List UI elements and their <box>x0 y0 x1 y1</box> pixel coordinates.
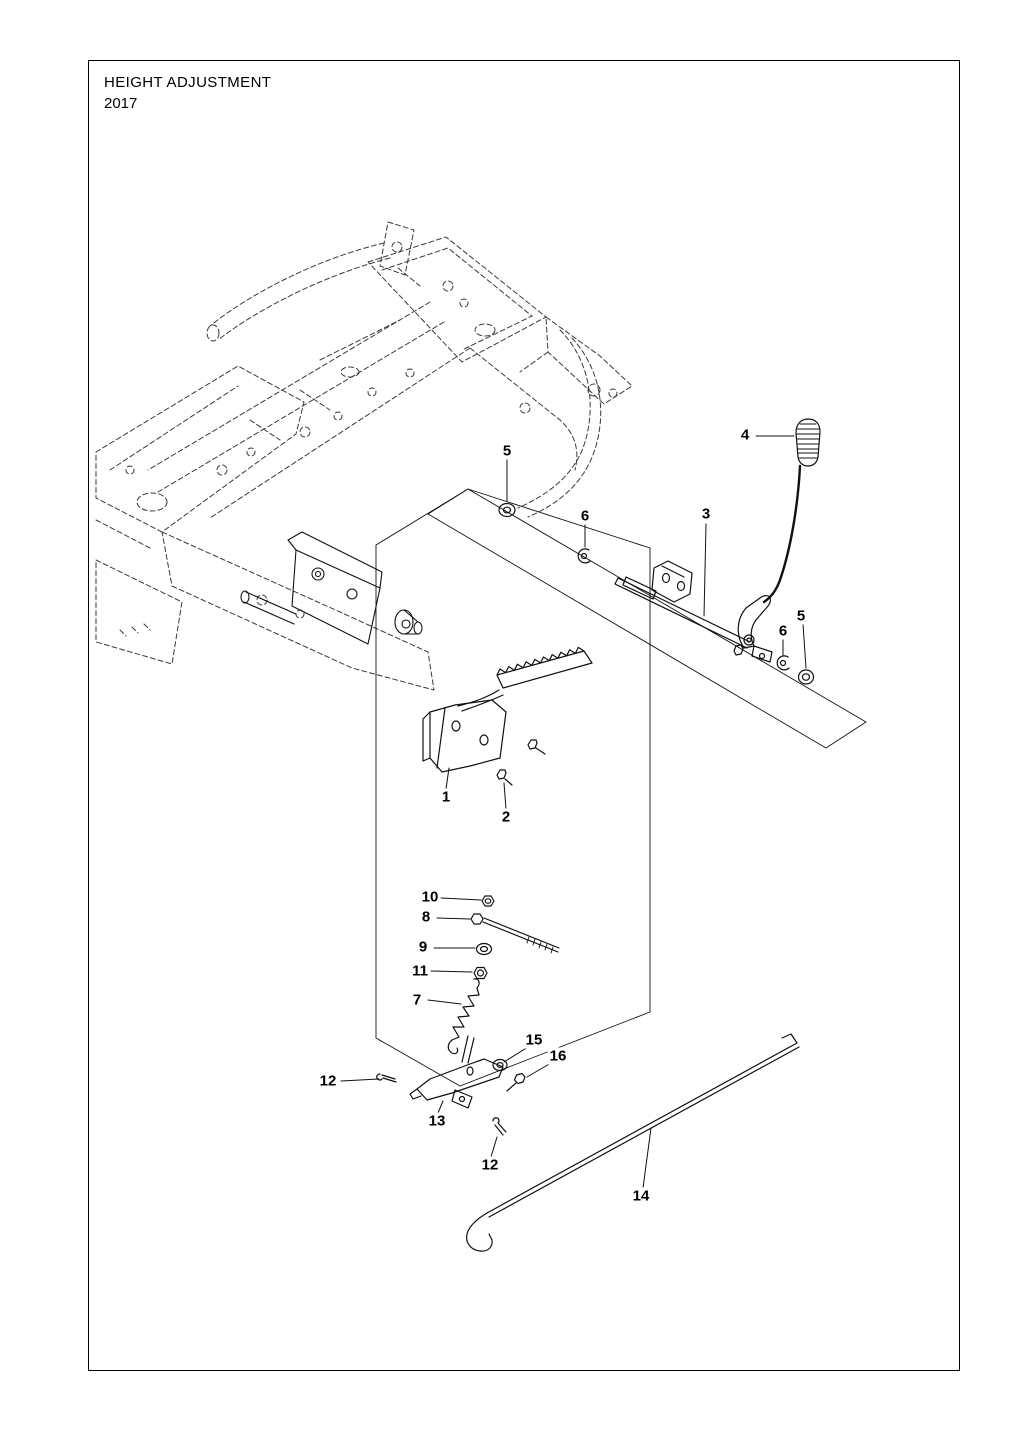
callout-4-knob: 4 <box>738 426 752 444</box>
leader-lines <box>340 435 807 1189</box>
callout-13-bracket: 13 <box>426 1112 448 1130</box>
diagram-year: 2017 <box>104 95 138 112</box>
diagram-border <box>88 60 960 1371</box>
callout-9-washer: 9 <box>416 938 430 956</box>
callout-16-bolt: 16 <box>547 1047 569 1065</box>
callout-15-washer: 15 <box>523 1031 545 1049</box>
height-lever-assembly <box>498 418 821 685</box>
lower-bracket-assembly <box>376 1035 526 1136</box>
callout-5-washer-upper: 5 <box>500 442 514 460</box>
callout-7-spring: 7 <box>410 991 424 1009</box>
diagram-title: HEIGHT ADJUSTMENT <box>104 74 272 91</box>
callout-12-pin-left: 12 <box>317 1072 339 1090</box>
callout-5-bushing-right: 5 <box>794 607 808 625</box>
pedal-bracket-assembly <box>422 646 593 786</box>
callout-2-bolt: 2 <box>499 808 513 826</box>
callout-11-locknut: 11 <box>410 962 430 980</box>
callout-6-clip-right: 6 <box>776 622 790 640</box>
callout-8-bolt: 8 <box>419 908 433 926</box>
callout-6-clip-upper: 6 <box>578 507 592 525</box>
callout-1-bracket: 1 <box>439 788 453 806</box>
title-block: HEIGHT ADJUSTMENT 2017 <box>104 74 271 112</box>
callout-14-rod: 14 <box>630 1187 652 1205</box>
chassis-phantom-outline <box>95 221 633 691</box>
fastener-stack <box>447 895 560 1055</box>
link-rod <box>466 1033 800 1252</box>
callout-12-pin-lower: 12 <box>479 1156 501 1174</box>
callout-3-rod: 3 <box>699 505 713 523</box>
callout-10-nut: 10 <box>419 888 441 906</box>
chassis-mount-bracket <box>240 531 423 645</box>
section-planes <box>375 488 867 1087</box>
